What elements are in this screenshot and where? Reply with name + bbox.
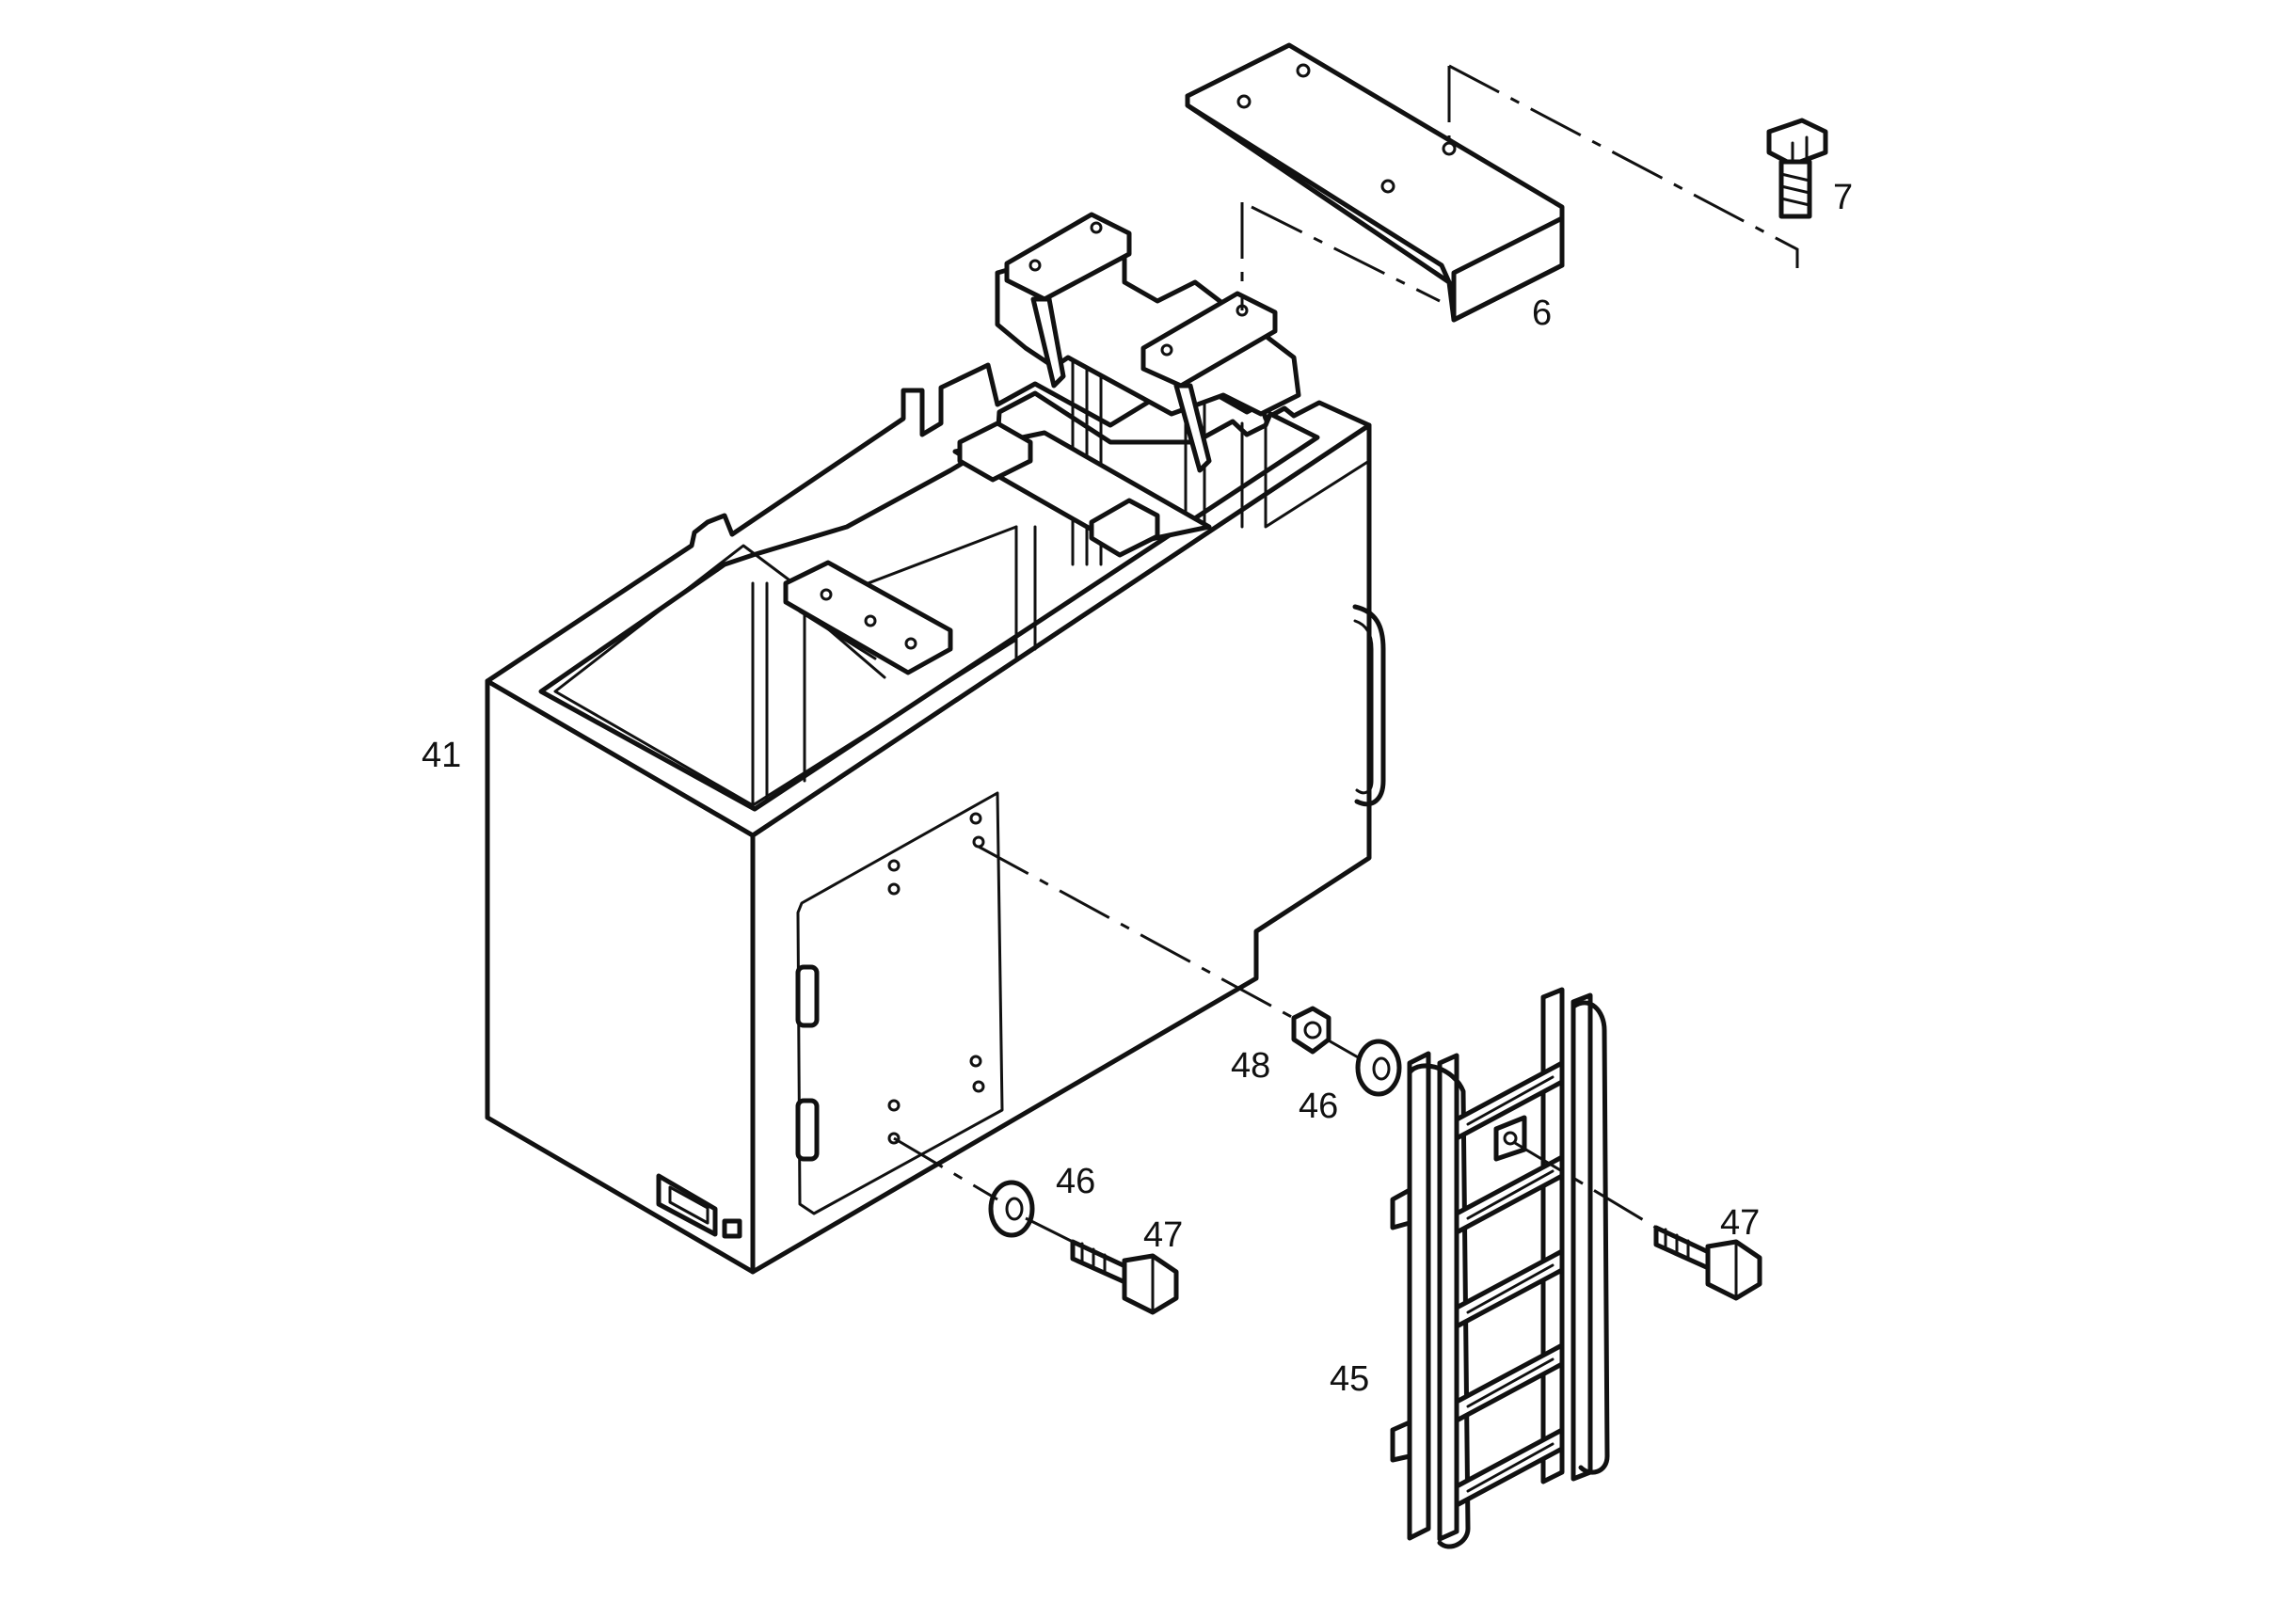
washer-part-46-upper	[1355, 1039, 1402, 1097]
callout-46-lower: 46	[1056, 1162, 1095, 1201]
callout-48: 48	[1231, 1046, 1270, 1086]
bolt-part-47-lower	[1070, 1239, 1179, 1315]
bolt-part-7	[1766, 118, 1828, 219]
callout-41: 41	[422, 736, 461, 775]
cabinet-part-41	[485, 212, 1386, 1275]
bolt-part-47-right	[1653, 1225, 1762, 1301]
ladder-part-45	[1390, 987, 1610, 1549]
callout-46-upper: 46	[1299, 1087, 1338, 1126]
callout-7: 7	[1833, 178, 1853, 217]
assembly-lines	[893, 64, 1799, 1244]
callout-45: 45	[1330, 1359, 1369, 1399]
callout-47-lower: 47	[1143, 1215, 1183, 1255]
washer-part-46-lower	[988, 1180, 1035, 1238]
callout-47-right: 47	[1720, 1203, 1760, 1243]
nut-part-48	[1291, 1006, 1331, 1055]
callout-6: 6	[1532, 294, 1552, 333]
top-plate-part-6	[1185, 42, 1565, 323]
